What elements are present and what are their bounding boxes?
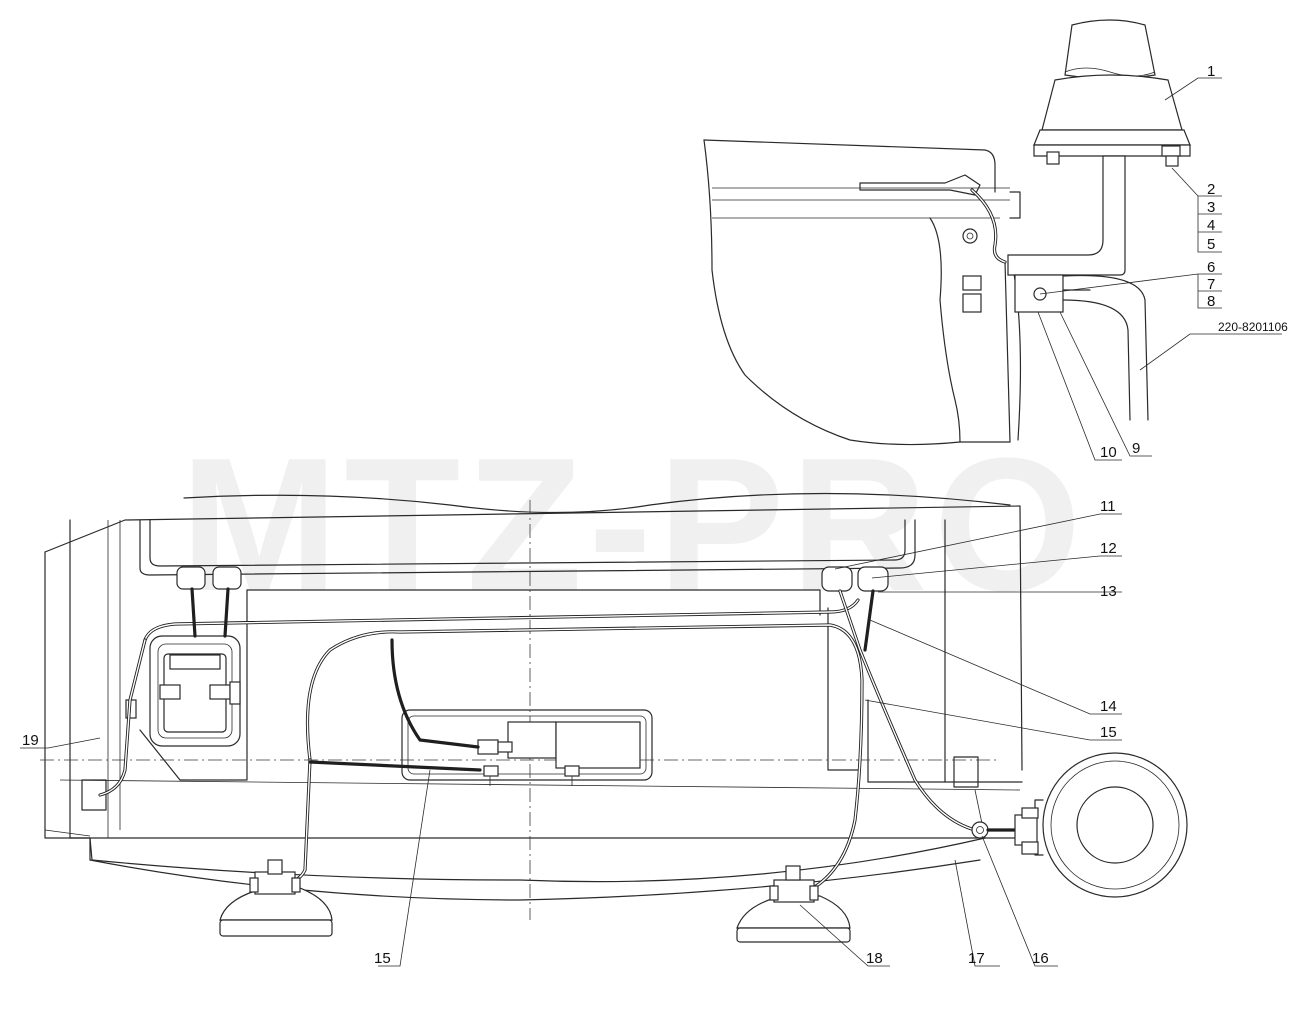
horn-icon [1014, 752, 1188, 898]
callout-3: 3 [1207, 199, 1215, 216]
callout-17: 17 [968, 950, 985, 967]
leader-lines [20, 77, 1282, 967]
callout-12: 12 [1100, 540, 1117, 557]
wiring-harness [98, 587, 1017, 892]
connector-group-left [176, 566, 242, 590]
relay-box [401, 709, 653, 786]
callout-1: 1 [1207, 63, 1215, 80]
work-light-left-icon [219, 859, 333, 937]
callout-11: 11 [1100, 498, 1116, 515]
callout-16: 16 [1032, 950, 1049, 967]
callout-15-bottom: 15 [374, 950, 391, 967]
callout-9: 9 [1132, 440, 1140, 457]
callout-2: 2 [1207, 181, 1215, 198]
watermark-text: MTZ-PRO [180, 419, 1087, 631]
callout-15-right: 15 [1100, 724, 1117, 741]
part-number-label: 220-8201106 [1218, 320, 1288, 334]
beacon-lamp-icon [1007, 19, 1191, 421]
callout-5: 5 [1207, 236, 1215, 253]
cabin-roof-section [703, 139, 1022, 446]
callout-14: 14 [1100, 698, 1117, 715]
work-light-right-icon [736, 865, 851, 943]
callout-4: 4 [1207, 217, 1215, 234]
callout-18: 18 [866, 950, 883, 967]
callout-10: 10 [1100, 444, 1117, 461]
callout-13: 13 [1100, 583, 1117, 600]
callout-labels: 1 2 3 4 5 6 7 8 220-8201106 9 10 11 12 1… [22, 63, 1288, 967]
callout-6: 6 [1207, 259, 1215, 276]
callout-19: 19 [22, 732, 39, 749]
callout-8: 8 [1207, 293, 1215, 310]
rear-lamp-housing [125, 635, 241, 747]
connector-group-right [821, 566, 889, 592]
callout-7: 7 [1207, 276, 1215, 293]
